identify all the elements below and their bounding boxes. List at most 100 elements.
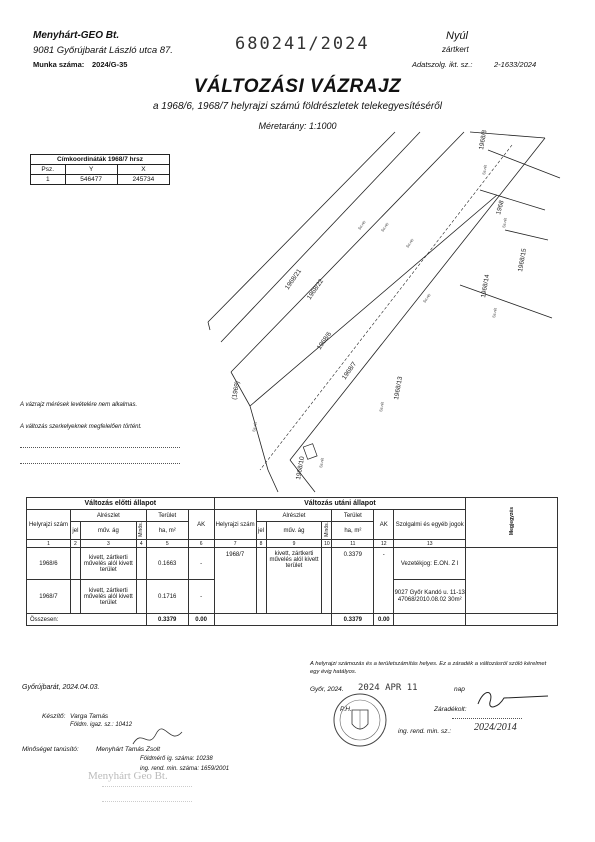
before-ak-header: AK [187, 509, 215, 540]
building-outline [302, 443, 318, 460]
approval-note: A helyrajzi számozás és a területszámítá… [310, 661, 547, 675]
company-stamp-lines [102, 786, 192, 802]
row1-ak: - [187, 547, 215, 580]
row2-hrsz: 1968/7 [26, 579, 71, 614]
label-1969: (1969) [231, 381, 241, 401]
before-hrsz-header: Helyrajzi szám [26, 509, 71, 540]
job-number-label: Munka száma: [33, 60, 85, 69]
parcel-map: 1968/8 1968/21 1968/22 1968/6 1968/7 196… [207, 129, 561, 493]
parcel-boundaries [207, 131, 561, 493]
svg-text:Sz.rét: Sz.rét [502, 217, 508, 228]
total-after-ak: 0.00 [373, 613, 395, 626]
label-1968-6: 1968/6 [316, 331, 333, 352]
official-seal [333, 693, 387, 747]
signature-date: 2024/2014 [474, 722, 517, 733]
registry-label: ing. rend. min. sz.: [398, 728, 452, 735]
approver-signature [477, 692, 549, 708]
preparer-registration: Földm. igaz. sz.: 10412 [70, 722, 133, 728]
new-ak: - [373, 547, 395, 614]
label-1968-22: 1968/22 [306, 278, 325, 302]
row2-landuse: kivett, zártkerti művelés alól kivett te… [79, 579, 137, 614]
svg-text:Sz.rét: Sz.rét [358, 219, 368, 230]
after-subparcel-header: Alrészlet [255, 509, 333, 522]
note-blank-line-2 [20, 463, 180, 464]
label-1968-15: 1968/15 [517, 248, 528, 273]
coord-x: 245734 [116, 174, 171, 185]
after-state-header: Változás utáni állapot [213, 497, 467, 510]
after-ak-header: AK [373, 509, 395, 540]
svg-text:Sz.rét: Sz.rét [252, 421, 258, 432]
land-use-labels: Sz.rét Sz.rét Sz.rét Sz.rét Sz.rét Sz.ré… [252, 164, 508, 468]
clause-label: Záradékolt: [434, 706, 467, 713]
job-number: 2024/G-35 [92, 60, 128, 69]
file-number-stamp: 680241/2024 [235, 34, 370, 54]
label-1968-13: 1968/13 [393, 376, 404, 401]
approval-place: Győr, 2024. [310, 686, 344, 693]
table-row: 1968/6 kivett, zártkerti művelés alól ki… [26, 547, 558, 614]
svg-text:Sz.rét: Sz.rét [423, 292, 433, 303]
label-1968-8: 1968/8 [478, 129, 488, 150]
label-1968-10: 1968/10 [295, 456, 306, 481]
map-scale: Méretarány: 1:1000 [258, 121, 337, 131]
settlement-name: Nyúl [446, 30, 469, 42]
qa-label: Minőséget tanúsító: [22, 746, 79, 753]
total-before-ak: 0.00 [187, 613, 215, 626]
preparer-name: Varga Tamás [70, 713, 109, 720]
after-area-header: Terület [331, 509, 375, 522]
place-and-date: Győrújbarát, 2024.04.03. [22, 684, 100, 691]
remarks-header: Megjegyzés [465, 497, 558, 548]
parcel-change-table: Változás előtti állapot Változás utáni á… [26, 497, 558, 626]
new-landuse: kivett, zártkerti művelés alól kivett te… [265, 547, 323, 614]
row1-area: 0.1663 [145, 547, 189, 580]
company-address: 9081 Győrújbarát László utca 87. [33, 45, 173, 56]
clause-line [452, 718, 522, 719]
svg-text:Sz.rét: Sz.rét [482, 164, 488, 175]
new-area: 0.3379 [331, 547, 375, 614]
company-stamp: Menyhárt Geo Bt. [88, 770, 168, 782]
before-area-header: Terület [145, 509, 189, 522]
label-1968-7: 1968/7 [341, 361, 358, 382]
dashed-boundaries [259, 144, 513, 471]
svg-text:Sz.rét: Sz.rét [379, 401, 385, 412]
area-type: zártkert [442, 45, 469, 54]
new-hrsz: 1968/7 [213, 547, 257, 614]
total-before-area: 0.3379 [145, 613, 189, 626]
note-blank-line-1 [20, 447, 180, 448]
company-name: Menyhárt-GEO Bt. [33, 30, 120, 41]
seal-label: P.H. [340, 706, 352, 713]
document-subtitle: a 1968/6, 1968/7 helyrajzi számú földrés… [152, 101, 443, 112]
note-not-for-measurement: A vázrajz mérések levételére nem alkalma… [20, 402, 138, 408]
approval-day-label: nap [454, 686, 465, 693]
before-subparcel-header: Alrészlet [69, 509, 147, 522]
easement-line-1: Vezetékjog: E.ON. Z I [393, 547, 467, 580]
svg-text:Sz.rét: Sz.rét [406, 237, 416, 248]
coordinate-table: Címkoordináták 1968/7 hrsz Psz. Y X 1 54… [30, 154, 171, 185]
row1-hrsz: 1968/6 [26, 547, 71, 580]
total-after-area: 0.3379 [331, 613, 375, 626]
after-hrsz-header: Helyrajzi szám [213, 509, 257, 540]
preparer-signature [132, 728, 183, 745]
record-label: Adatszolg. ikt. sz.: [412, 60, 473, 69]
svg-text:Sz.rét: Sz.rét [319, 457, 325, 468]
total-row: Összesen: 0.3379 0.00 0.3379 0.00 [26, 613, 558, 626]
row2-area: 0.1716 [145, 579, 189, 614]
prepared-by-label: Készítő: [42, 713, 66, 720]
qa-name: Menyhárt Tamás Zsolt [96, 746, 161, 753]
qa-registration-2: ing. rend. min. száma: 1659/2001 [140, 766, 230, 772]
svg-text:Sz.rét: Sz.rét [381, 221, 391, 232]
label-1968: 1968 [495, 199, 506, 215]
easement-header: Szolgalmi és egyéb jogok [393, 509, 467, 540]
label-1968-14: 1968/14 [480, 274, 491, 299]
row1-landuse: kivett, zártkerti művelés alól kivett te… [79, 547, 137, 580]
row2-ak: - [187, 579, 215, 614]
approval-date-stamp: 2024 APR 11 [358, 683, 418, 693]
table-row: 1968/7 kivett, zártkerti művelés alól ki… [26, 579, 558, 614]
total-label: Összesen: [26, 613, 147, 626]
document-title: VÁLTOZÁSI VÁZRAJZ [193, 76, 402, 97]
qa-registration-1: Földmérő ig. száma: 10238 [140, 756, 213, 762]
svg-text:Sz.rét: Sz.rét [492, 307, 498, 318]
easement-line-2: 9027 Győr Kandó u. 11-13 47068/2010.08.0… [393, 579, 467, 614]
note-change-conformity: A változás szerkelyeknek megfelelően tör… [20, 424, 142, 430]
record-number: 2-1633/2024 [494, 60, 537, 69]
label-1968-21: 1968/21 [284, 268, 303, 292]
